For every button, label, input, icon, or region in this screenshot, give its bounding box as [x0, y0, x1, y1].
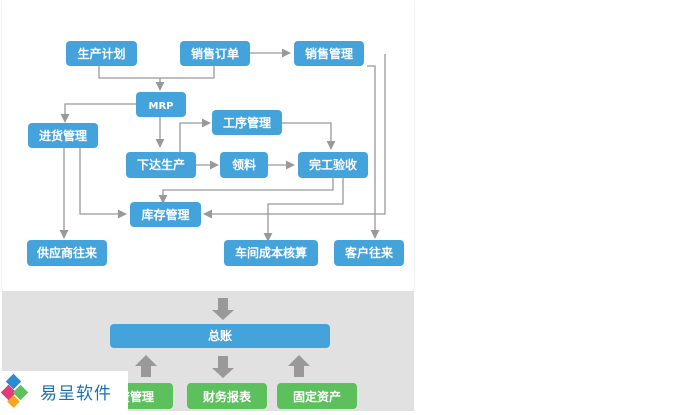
logo-text: 易呈软件 — [40, 384, 112, 404]
down-arrow-middle — [212, 356, 234, 378]
node-label: 总账 — [208, 328, 232, 343]
arrow-complete-to-inventory — [158, 178, 334, 204]
brand-logo — [0, 371, 128, 411]
node-financial-report: 财务报表 — [187, 383, 267, 409]
connectors — [59, 48, 386, 242]
node-purchase-mgmt: 进货管理 — [28, 123, 98, 148]
block-arrows — [135, 298, 310, 378]
node-label: 库存管理 — [141, 207, 189, 222]
node-label: 下达生产 — [137, 157, 185, 172]
node-issue-production: 下达生产 — [126, 152, 196, 178]
node-label: 领料 — [232, 157, 256, 172]
node-inventory-mgmt: 库存管理 — [130, 202, 201, 227]
arrow-mrp-to-purchase — [60, 103, 136, 123]
arrow-complete-to-workshop — [263, 178, 344, 242]
node-label: 供应商往来 — [36, 245, 98, 260]
node-sales-mgmt: 销售管理 — [294, 41, 364, 66]
node-fixed-assets: 固定资产 — [277, 383, 357, 409]
node-process-mgmt: 工序管理 — [212, 110, 282, 135]
up-arrow-left — [135, 355, 157, 377]
arrow-sales-to-customer — [367, 65, 380, 239]
node-label: MRP — [149, 101, 174, 112]
node-sales-order: 销售订单 — [180, 41, 250, 66]
down-arrow-to-ledger — [212, 298, 234, 320]
node-label: 进货管理 — [39, 128, 87, 143]
up-arrow-right — [288, 355, 310, 377]
arrow-to-process — [179, 118, 211, 153]
node-label: 完工验收 — [309, 157, 357, 172]
node-label: 车间成本核算 — [235, 245, 307, 260]
node-supplier-account: 供应商往来 — [27, 240, 107, 266]
line-order-to-mrp — [160, 66, 215, 79]
node-label: 客户往来 — [344, 245, 394, 260]
node-production-plan: 生产计划 — [66, 41, 137, 66]
arrow-plan-to-mrp — [98, 66, 165, 91]
logo-icon — [0, 373, 29, 408]
node-material-pick: 领料 — [220, 152, 268, 178]
node-label: 工序管理 — [223, 115, 271, 130]
arrow-process-to-complete — [282, 122, 336, 150]
node-label: 财务报表 — [202, 389, 252, 404]
node-completion-check: 完工验收 — [298, 152, 368, 178]
node-label: 销售管理 — [305, 46, 353, 61]
node-workshop-cost: 车间成本核算 — [224, 240, 318, 266]
node-label: 销售订单 — [191, 46, 239, 61]
node-general-ledger: 总账 — [110, 324, 330, 348]
arrow-sales-to-inventory — [203, 54, 386, 219]
node-customer-account: 客户往来 — [334, 240, 404, 266]
node-label: 生产计划 — [77, 46, 125, 61]
arrow-purchase-to-inventory — [79, 148, 127, 219]
node-mrp: MRP — [136, 92, 186, 117]
node-label: 固定资产 — [293, 389, 341, 404]
